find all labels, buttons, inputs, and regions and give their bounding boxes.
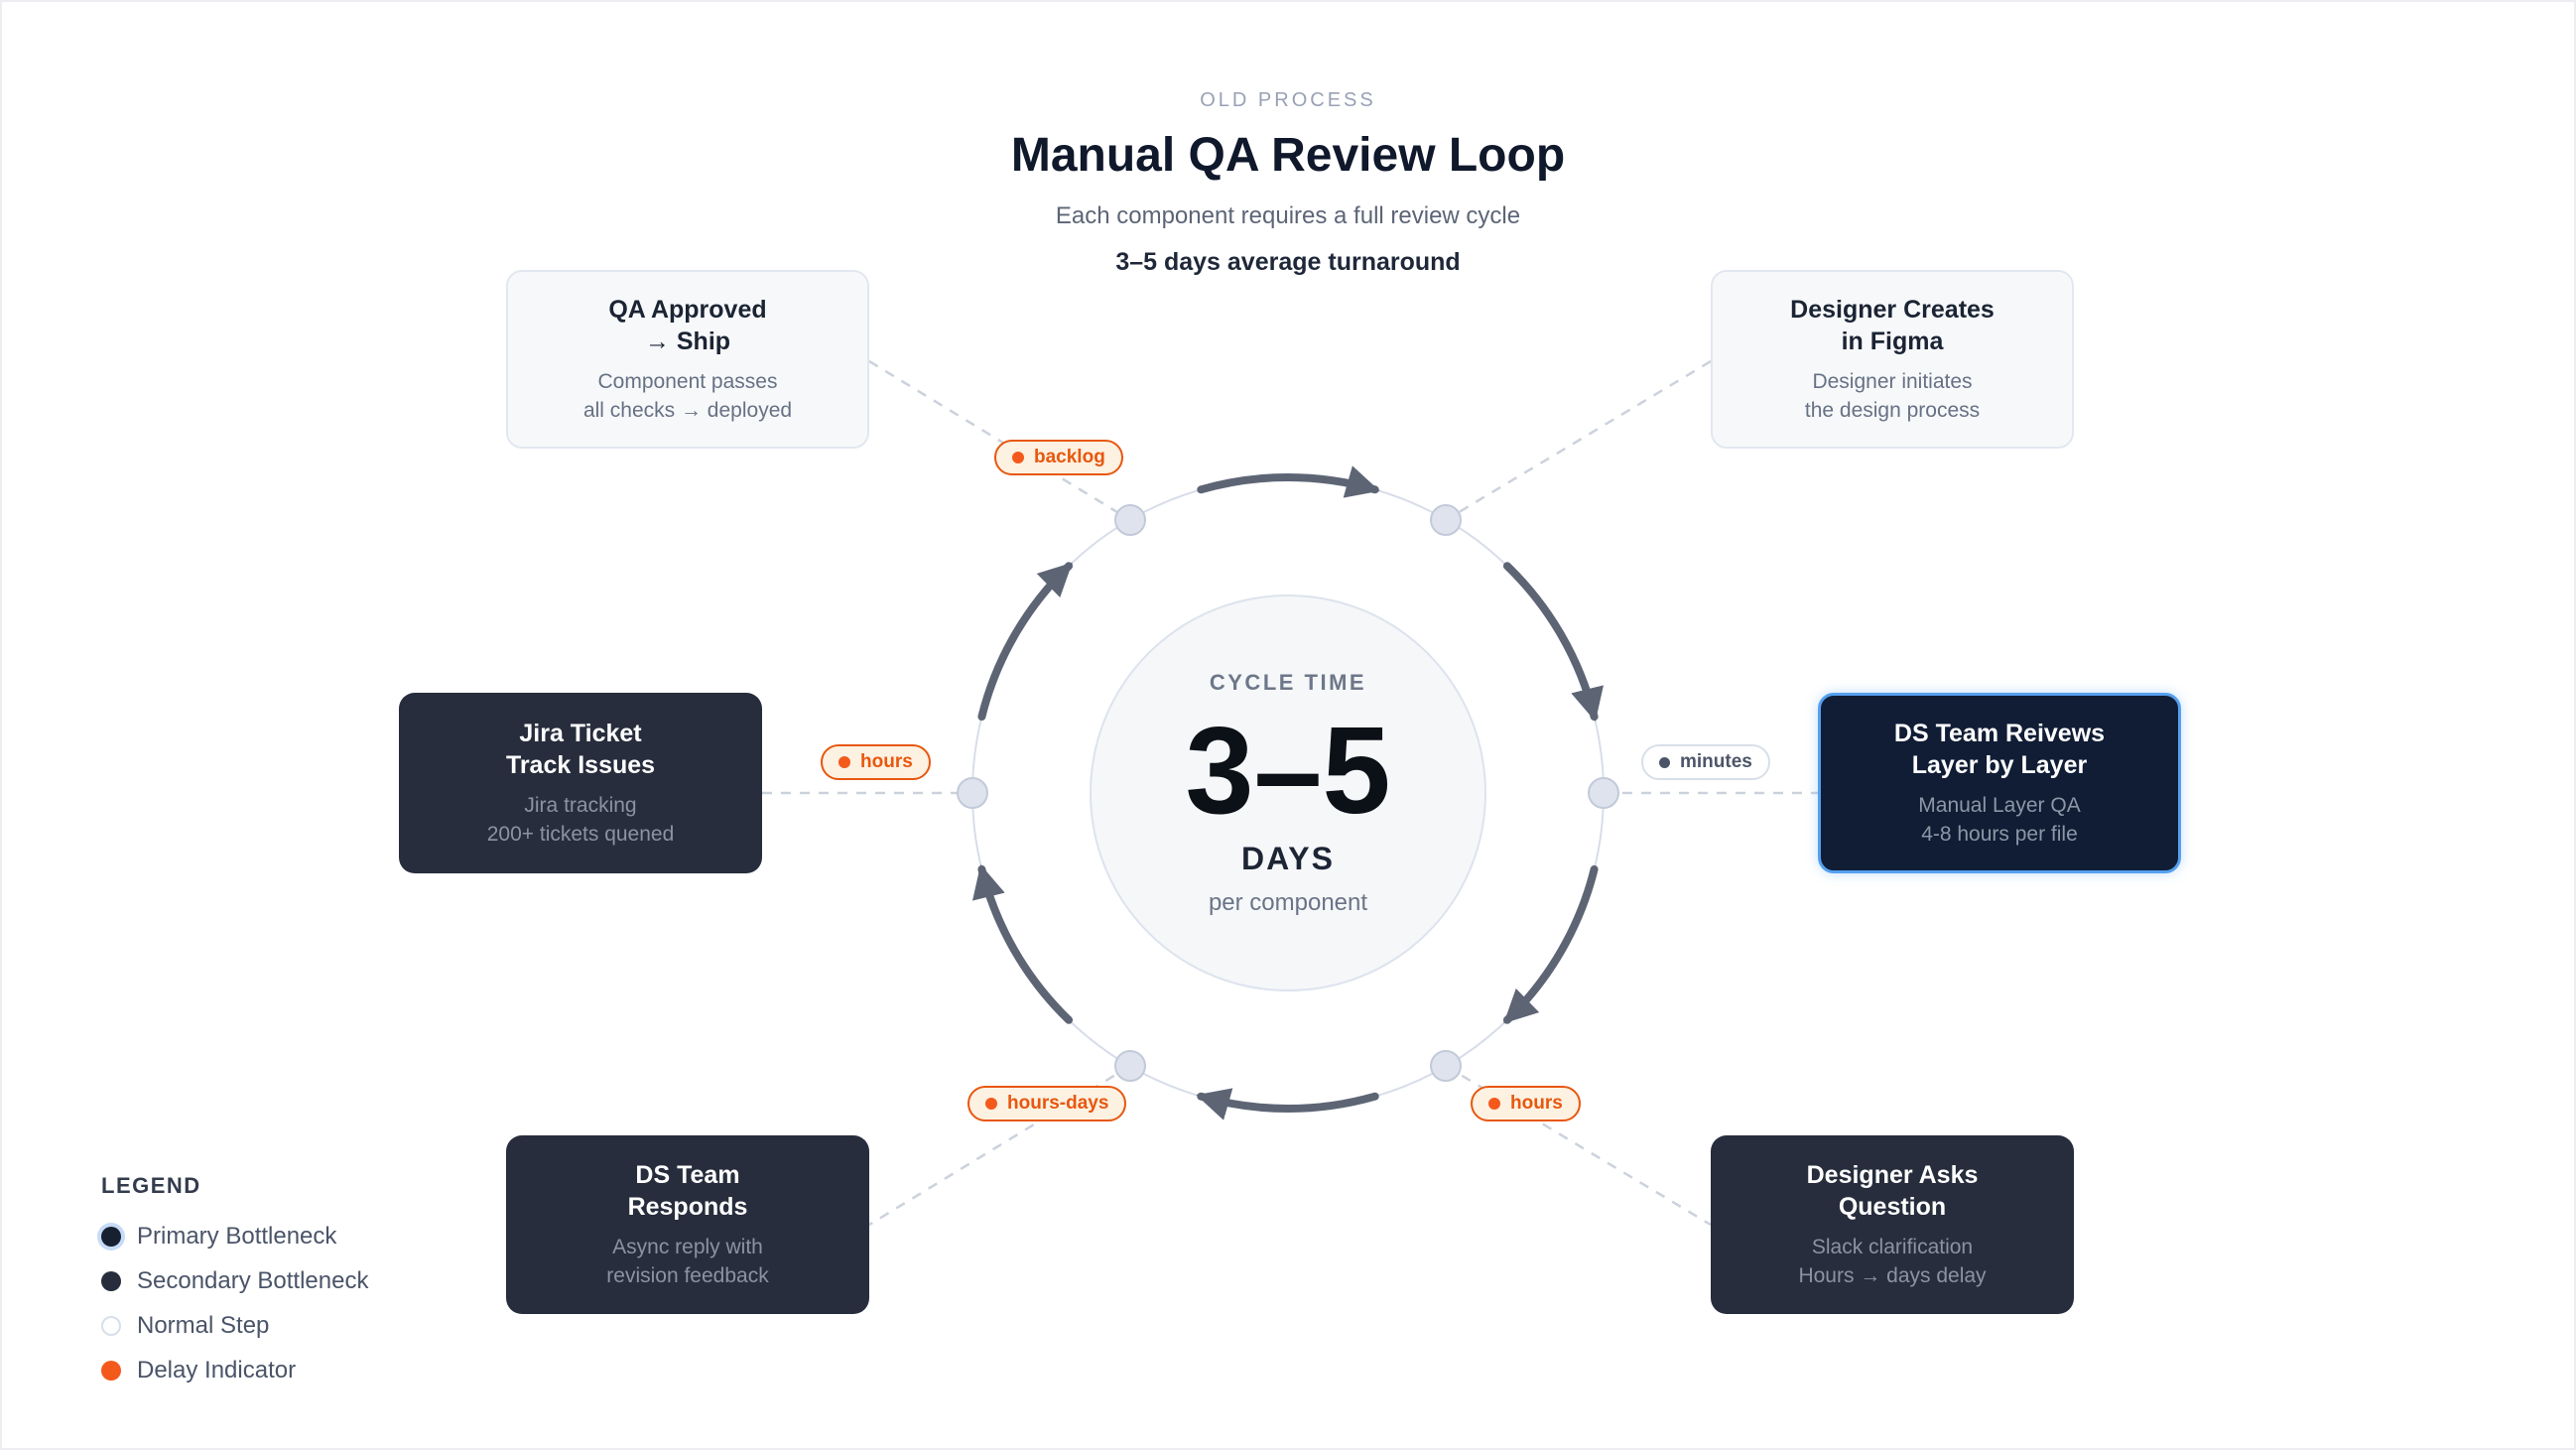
node-left — [957, 777, 988, 809]
page-subtitle: Each component requires a full review cy… — [1055, 202, 1521, 229]
node-right — [1588, 777, 1619, 809]
delay-dot-icon — [985, 1098, 997, 1110]
legend-item-label: Delay Indicator — [137, 1357, 297, 1384]
arrow-lower-right — [1502, 864, 1599, 1024]
primary-bottleneck-swatch-icon — [101, 1227, 121, 1247]
delay-dot-icon — [1488, 1098, 1500, 1110]
dashed-connectors — [762, 359, 1818, 1227]
arrow-upper-left — [977, 562, 1074, 722]
page-title: Manual QA Review Loop — [1010, 129, 1566, 182]
badge-hours-days: hours-days — [967, 1086, 1127, 1121]
cycle-time-circle: CYCLE TIME 3–5 DAYS per component — [1090, 594, 1486, 991]
arrow-bottom — [1196, 1088, 1379, 1120]
legend-item-label: Secondary Bottleneck — [137, 1267, 369, 1294]
connector-designer-asks — [1445, 1064, 1712, 1227]
cycle-time-label: CYCLE TIME — [1209, 669, 1367, 695]
badge-hours-left: hours — [821, 744, 931, 780]
legend-item-label: Primary Bottleneck — [137, 1223, 337, 1250]
node-lower-left — [1114, 1050, 1146, 1082]
badge-hours-right: hours — [1471, 1086, 1581, 1121]
legend-title: LEGEND — [101, 1173, 201, 1198]
arrow-lower-left — [972, 864, 1074, 1024]
arrow-top — [1197, 465, 1380, 498]
normal-step-swatch-icon — [101, 1316, 121, 1336]
cycle-time-caption: per component — [1208, 888, 1368, 916]
step-title: QA Approved→ Ship — [608, 295, 767, 356]
connector-qa-approved — [868, 359, 1131, 522]
delay-dot-icon — [838, 756, 850, 768]
badge-backlog: backlog — [994, 440, 1123, 475]
header: OLD PROCESS Manual QA Review Loop Each c… — [2, 89, 2574, 277]
cycle-time-unit: DAYS — [1241, 840, 1335, 876]
node-upper-left — [1114, 504, 1146, 536]
arrow-upper-right — [1502, 562, 1604, 722]
ring-nodes — [957, 504, 1619, 1082]
delay-indicator-swatch-icon — [101, 1361, 121, 1381]
legend: LEGEND Primary Bottleneck Secondary Bott… — [101, 1173, 368, 1401]
badge-minutes: minutes — [1641, 744, 1770, 780]
node-lower-right — [1430, 1050, 1462, 1082]
cycle-arrows — [972, 465, 1604, 1120]
secondary-bottleneck-swatch-icon — [101, 1271, 121, 1291]
turnaround-note: 3–5 days average turnaround — [1115, 248, 1461, 276]
node-upper-right — [1430, 504, 1462, 536]
process-eyebrow: OLD PROCESS — [1200, 89, 1376, 111]
connector-ds-team-responds — [868, 1064, 1131, 1227]
legend-item-label: Normal Step — [137, 1312, 270, 1339]
legend-item-normal-step: Normal Step — [101, 1312, 368, 1340]
cycle-time-value: 3–5 — [1185, 702, 1391, 840]
legend-item-primary-bottleneck: Primary Bottleneck — [101, 1223, 368, 1251]
legend-item-delay-indicator: Delay Indicator — [101, 1357, 368, 1384]
connector-designer-creates — [1445, 359, 1712, 522]
legend-item-secondary-bottleneck: Secondary Bottleneck — [101, 1267, 368, 1295]
normal-dot-icon — [1659, 756, 1670, 768]
delay-dot-icon — [1012, 452, 1024, 463]
